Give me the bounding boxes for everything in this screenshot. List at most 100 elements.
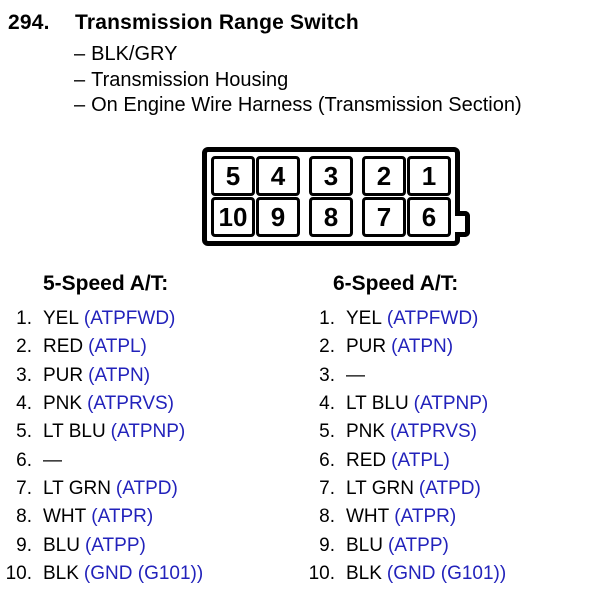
column-heading-6speed: 6-Speed A/T: (333, 272, 459, 295)
signal-name: (ATPR) (91, 506, 154, 528)
pin-row: 6. RED(ATPL) (303, 446, 606, 474)
pin-number: 8. (319, 506, 335, 528)
signal-name: (ATPL) (88, 336, 147, 358)
wire-color: BLK (43, 562, 79, 584)
pin-number: 2. (319, 336, 335, 358)
connector-pin-6: 6 (407, 197, 451, 237)
pin-row: 8. WHT(ATPR) (0, 503, 303, 531)
detail-row: – Transmission Housing (74, 68, 522, 94)
connector-pin-4: 4 (256, 156, 300, 196)
wire-color: BLU (346, 534, 383, 556)
signal-name: (ATPL) (391, 449, 450, 471)
signal-name: (ATPN) (88, 364, 151, 386)
pin-row: 9. BLU(ATPP) (0, 531, 303, 559)
pin-label: PUR(ATPN) (346, 336, 453, 358)
pin-label: BLK(GND (G101)) (346, 563, 506, 585)
dash-bullet: – (74, 43, 86, 65)
pin-number: 10. (5, 562, 32, 584)
pin-number: 5. (319, 421, 335, 443)
pin-label: WHT(ATPR) (43, 506, 153, 528)
pin-row: 10. BLK(GND (G101)) (303, 560, 606, 588)
signal-name: (ATPFWD) (386, 308, 479, 330)
pin-row: 5. PNK(ATPRVS) (303, 418, 606, 446)
connector-pin-10: 10 (211, 197, 255, 237)
wire-color: — (43, 449, 62, 471)
pin-label: LT GRN(ATPD) (43, 478, 178, 500)
pin-label: LT BLU(ATPNP) (43, 421, 185, 443)
page-title: Transmission Range Switch (75, 11, 359, 34)
pin-label: BLK(GND (G101)) (43, 563, 203, 585)
signal-name: (ATPP) (387, 534, 449, 556)
pin-row: 4. LT BLU(ATPNP) (303, 390, 606, 418)
wire-color: LT GRN (43, 477, 111, 499)
detail-list: – BLK/GRY – Transmission Housing – On En… (74, 42, 522, 119)
pin-number: 4. (16, 393, 32, 415)
connector-pin-5: 5 (211, 156, 255, 196)
connector-pin-group-middle: 3 8 (309, 156, 353, 237)
pin-row: 2. RED(ATPL) (0, 333, 303, 361)
pin-label: PNK(ATPRVS) (43, 393, 174, 415)
signal-name: (ATPN) (391, 336, 454, 358)
wire-color: PUR (43, 364, 84, 386)
pin-number: 6. (16, 449, 32, 471)
connector-pin-7: 7 (362, 197, 406, 237)
pin-label: — (346, 365, 370, 387)
pin-row: 3. — (303, 362, 606, 390)
wire-color: LT BLU (346, 393, 409, 415)
signal-name: (GND (G101)) (83, 562, 204, 584)
wire-color: BLU (43, 534, 80, 556)
connector-pin-1: 1 (407, 156, 451, 196)
signal-name: (ATPR) (394, 506, 457, 528)
pin-label: — (43, 450, 67, 472)
column-heading-5speed: 5-Speed A/T: (43, 272, 169, 295)
pin-row: 5. LT BLU(ATPNP) (0, 418, 303, 446)
pin-number: 7. (319, 477, 335, 499)
section-number: 294. (8, 11, 50, 34)
pin-row: 3. PUR(ATPN) (0, 362, 303, 390)
pin-number: 7. (16, 477, 32, 499)
detail-text: Transmission Housing (91, 68, 289, 91)
pin-label: RED(ATPL) (346, 450, 450, 472)
pin-number: 9. (319, 534, 335, 556)
dash-bullet: – (74, 94, 86, 116)
wire-color: YEL (346, 308, 382, 330)
signal-name: (GND (G101)) (386, 562, 507, 584)
pin-row: 7. LT GRN(ATPD) (303, 475, 606, 503)
wire-color: PNK (346, 421, 386, 443)
pin-number: 2. (16, 336, 32, 358)
pin-column-6speed: 6-Speed A/T: 1. YEL(ATPFWD) 2. PUR(ATPN)… (303, 271, 606, 588)
pin-row: 1. YEL(ATPFWD) (0, 305, 303, 333)
detail-row: – On Engine Wire Harness (Transmission S… (74, 93, 522, 119)
signal-name: (ATPD) (418, 477, 481, 499)
connector-pin-9: 9 (256, 197, 300, 237)
detail-text: On Engine Wire Harness (Transmission Sec… (91, 94, 522, 116)
pin-label: RED(ATPL) (43, 336, 147, 358)
signal-name: (ATPFWD) (83, 308, 176, 330)
wire-color: LT BLU (43, 421, 106, 443)
wire-color: LT GRN (346, 477, 414, 499)
pin-label: BLU(ATPP) (43, 535, 146, 557)
pin-row: 7. LT GRN(ATPD) (0, 475, 303, 503)
wire-color: BLK (346, 562, 382, 584)
pin-label: WHT(ATPR) (346, 506, 456, 528)
pin-row: 6. — (0, 446, 303, 474)
pin-label: LT BLU(ATPNP) (346, 393, 488, 415)
pin-number: 10. (308, 562, 335, 584)
signal-name: (ATPRVS) (390, 421, 477, 443)
connector-pin-group-right: 2 1 7 6 (362, 156, 451, 237)
signal-name: (ATPD) (115, 477, 178, 499)
pin-number: 3. (319, 364, 335, 386)
pin-number: 3. (16, 364, 32, 386)
pin-row: 2. PUR(ATPN) (303, 333, 606, 361)
wire-color: — (346, 364, 365, 386)
pin-label: BLU(ATPP) (346, 535, 449, 557)
signal-name: (ATPNP) (413, 393, 489, 415)
detail-text: BLK/GRY (91, 43, 178, 65)
connector-pin-8: 8 (309, 197, 353, 237)
connector-lock-tab (455, 211, 470, 237)
pin-row: 1. YEL(ATPFWD) (303, 305, 606, 333)
pin-label: YEL(ATPFWD) (346, 308, 478, 330)
connector-pin-2: 2 (362, 156, 406, 196)
pin-row: 8. WHT(ATPR) (303, 503, 606, 531)
